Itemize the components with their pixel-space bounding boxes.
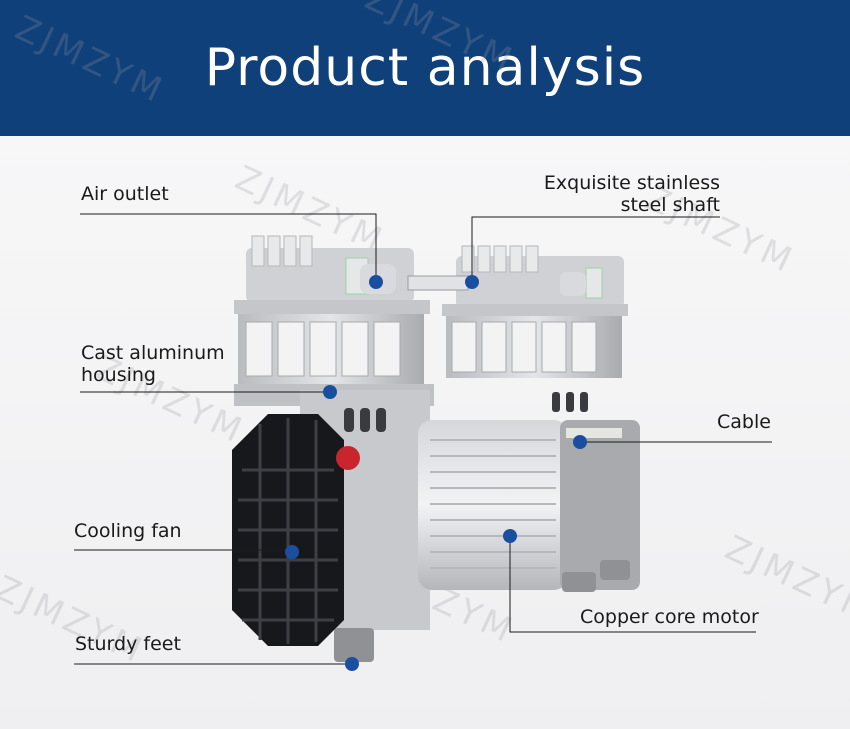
housing-label: Cast aluminum housing — [81, 342, 225, 386]
shaft-label-line1: Exquisite stainless — [543, 172, 720, 194]
shaft-label: Exquisite stainless steel shaft — [544, 172, 720, 216]
housing-label-line2: housing — [81, 364, 156, 386]
cooling-fan-label: Cooling fan — [74, 520, 182, 542]
feet-label: Sturdy feet — [75, 633, 181, 655]
motor-label: Copper core motor — [580, 606, 759, 628]
header-banner: Product analysis — [0, 0, 850, 136]
shaft-label-line2: steel shaft — [620, 194, 720, 216]
housing-label-line1: Cast aluminum — [81, 342, 225, 364]
cable-label: Cable — [717, 411, 771, 433]
air-outlet-label: Air outlet — [81, 183, 169, 205]
page-title: Product analysis — [204, 38, 646, 98]
